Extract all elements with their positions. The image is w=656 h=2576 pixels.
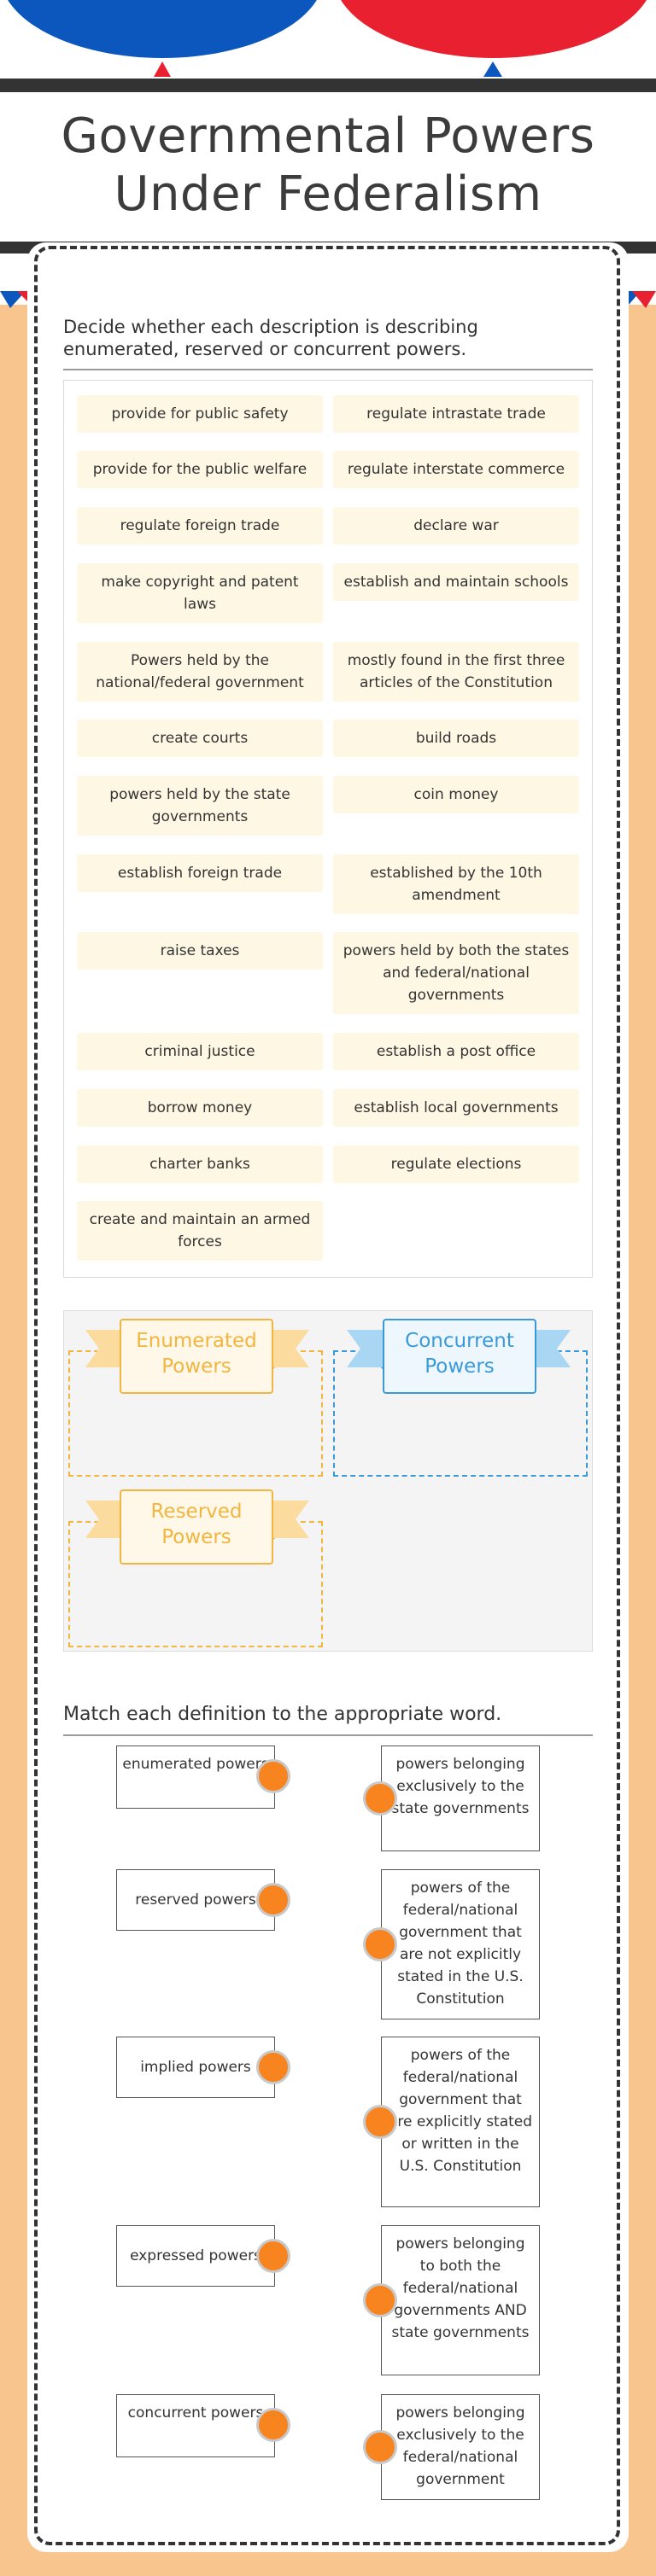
drag-card[interactable]: established by the 10th amendment: [333, 854, 579, 914]
match-connector-dot[interactable]: [363, 2430, 397, 2464]
drag-card[interactable]: create courts: [77, 720, 323, 757]
drag-card[interactable]: mostly found in the first three articles…: [333, 642, 579, 702]
match-word[interactable]: concurrent powers: [116, 2394, 275, 2457]
drag-card[interactable]: powers held by both the states and feder…: [333, 932, 579, 1014]
match-definition[interactable]: powers of the federal/national governmen…: [381, 1869, 540, 2019]
match-word[interactable]: reserved powers: [116, 1869, 275, 1931]
drag-card[interactable]: create and maintain an armed forces: [77, 1201, 323, 1261]
match-connector-dot[interactable]: [256, 2239, 290, 2273]
drag-card[interactable]: Powers held by the national/federal gove…: [77, 642, 323, 702]
drag-card[interactable]: borrow money: [77, 1089, 323, 1127]
match-word[interactable]: enumerated powers: [116, 1746, 275, 1809]
drag-card[interactable]: establish foreign trade: [77, 854, 323, 892]
worksheet-dashed-border: [34, 246, 620, 2545]
drag-card[interactable]: establish a post office: [333, 1033, 579, 1070]
match-connector-dot[interactable]: [363, 2105, 397, 2139]
drag-card[interactable]: establish and maintain schools: [333, 563, 579, 601]
match-definition[interactable]: powers belonging exclusively to the fede…: [381, 2394, 540, 2500]
drag-card[interactable]: regulate elections: [333, 1145, 579, 1183]
drag-card[interactable]: coin money: [333, 776, 579, 813]
drag-card[interactable]: make copyright and patent laws: [77, 563, 323, 623]
match-definition[interactable]: powers belonging exclusively to the stat…: [381, 1746, 540, 1851]
match-word[interactable]: implied powers: [116, 2037, 275, 2098]
drag-card[interactable]: regulate foreign trade: [77, 507, 323, 545]
drag-card[interactable]: provide for the public welfare: [77, 451, 323, 488]
match-connector-dot[interactable]: [363, 2283, 397, 2317]
blue-balloon-icon: [8, 0, 647, 77]
match-connector-dot[interactable]: [256, 1883, 290, 1917]
enumerated-powers-label: Enumerated Powers: [120, 1319, 273, 1394]
section1-instruction: Decide whether each description is descr…: [63, 317, 478, 359]
ribbon-icon: [85, 1501, 309, 1543]
match-connector-dot[interactable]: [363, 1927, 397, 1961]
match-connector-dot[interactable]: [256, 1759, 290, 1793]
reserved-powers-label: Reserved Powers: [120, 1489, 273, 1565]
section2-rule: [63, 1734, 593, 1736]
match-definition[interactable]: powers of the federal/national governmen…: [381, 2037, 540, 2207]
section1-rule: [63, 369, 593, 370]
drag-card[interactable]: regulate intrastate trade: [333, 395, 579, 433]
title-area: Governmental Powers Under Federalism: [0, 92, 656, 242]
match-connector-dot[interactable]: [363, 1781, 397, 1815]
drag-card[interactable]: raise taxes: [77, 932, 323, 970]
match-connector-dot[interactable]: [256, 2408, 290, 2442]
match-connector-dot[interactable]: [256, 2050, 290, 2084]
match-word[interactable]: expressed powers: [116, 2225, 275, 2287]
header-banner: [0, 0, 656, 92]
section2-instruction: Match each definition to the appropriate…: [63, 1704, 502, 1725]
drag-card[interactable]: charter banks: [77, 1145, 323, 1183]
page-title: Governmental Powers Under Federalism: [61, 108, 595, 222]
drag-card[interactable]: provide for public safety: [77, 395, 323, 433]
drag-card[interactable]: declare war: [333, 507, 579, 545]
drag-card[interactable]: build roads: [333, 720, 579, 757]
concurrent-powers-label: Concurrent Powers: [383, 1319, 536, 1394]
match-definition[interactable]: powers belonging to both the federal/nat…: [381, 2225, 540, 2375]
header-dark-bar: [0, 79, 656, 92]
drag-card[interactable]: powers held by the state governments: [77, 776, 323, 836]
drag-card[interactable]: regulate interstate commerce: [333, 451, 579, 488]
drag-card[interactable]: establish local governments: [333, 1089, 579, 1127]
drag-card[interactable]: criminal justice: [77, 1033, 323, 1070]
